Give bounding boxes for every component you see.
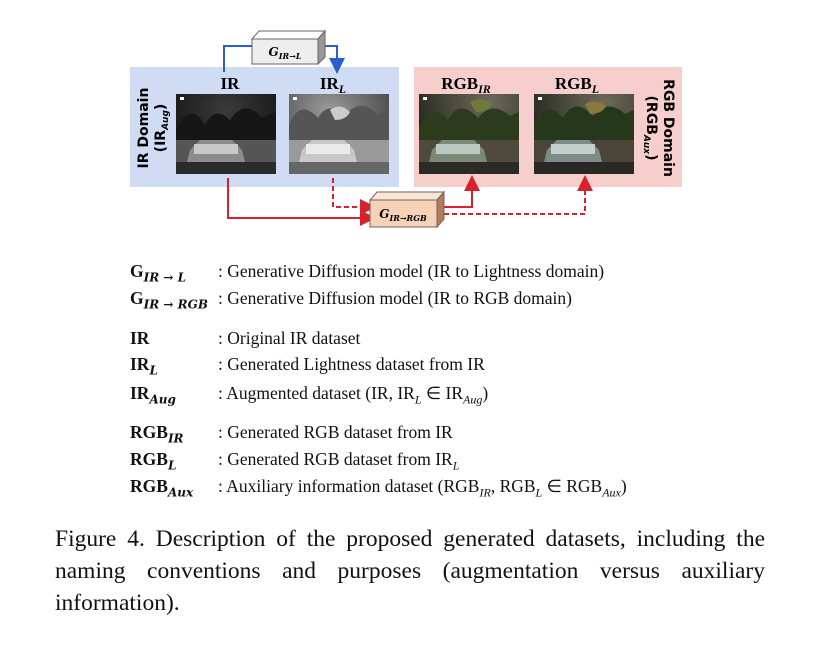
svg-text:RGB Domain: RGB Domain: [660, 79, 676, 177]
svg-text:GIR→RGB: GIR→RGB: [379, 207, 427, 223]
legend-term: IR: [130, 328, 150, 348]
svg-text:(RGBAux): (RGBAux): [641, 96, 659, 161]
legend-term: RGBIR: [130, 422, 184, 446]
generator-ir-to-rgb-box: GIR→RGB: [368, 190, 446, 229]
dataset-diagram: IR Domain (IRAug) RGB Domain (RGBAux) IR…: [130, 29, 682, 229]
svg-text:GIR→L: GIR→L: [269, 45, 302, 61]
legend-desc: : Generative Diffusion model (IR to RGB …: [218, 288, 572, 308]
legend-desc: : Generated RGB dataset from IRL: [218, 449, 460, 473]
rgbir-image: [419, 94, 519, 174]
legend-term: RGBL: [130, 449, 177, 473]
generator-ir-to-l-box: GIR→L: [250, 29, 327, 66]
img-rgbl-label: RGBL: [555, 74, 599, 96]
irl-image: [289, 94, 389, 174]
figure-caption: Figure 4. Description of the proposed ge…: [55, 526, 765, 616]
arrow-ir-to-gl: [223, 45, 252, 72]
legend-term: RGBAux: [130, 476, 194, 500]
legend-desc: : Augmented dataset (IR, IRL ∈ IRAug): [218, 383, 489, 407]
legend-term: GIR → L: [130, 261, 187, 285]
svg-text:(IRAug): (IRAug): [153, 104, 171, 153]
legend-desc: : Generated RGB dataset from IR: [218, 422, 453, 442]
ir-image: [176, 94, 276, 174]
legend-term: GIR → RGB: [130, 288, 208, 312]
img-rgbir-label: RGBIR: [441, 74, 491, 96]
img-ir-label: IR: [221, 74, 241, 93]
arrow-grgb-to-rgbl: [436, 175, 593, 215]
legend-desc: : Auxiliary information dataset (RGBIR, …: [218, 476, 627, 500]
arrow-irl-to-grgb: [332, 178, 376, 215]
ir-domain-label: IR Domain (IRAug): [136, 88, 171, 169]
legend-desc: : Generated Lightness dataset from IR: [218, 354, 485, 374]
rgb-domain-label: RGB Domain (RGBAux): [641, 79, 676, 177]
rgbl-image: [534, 94, 634, 174]
svg-text:IR Domain: IR Domain: [136, 88, 152, 169]
legend-desc: : Original IR dataset: [218, 328, 361, 348]
img-irl-label: IRL: [320, 74, 346, 96]
arrow-grgb-to-rgbir: [436, 175, 480, 208]
legend-term: IRAug: [130, 383, 176, 407]
legend-desc: : Generative Diffusion model (IR to Ligh…: [218, 261, 605, 281]
legend-term: IRL: [130, 354, 158, 378]
arrow-ir-to-grgb: [227, 178, 376, 226]
